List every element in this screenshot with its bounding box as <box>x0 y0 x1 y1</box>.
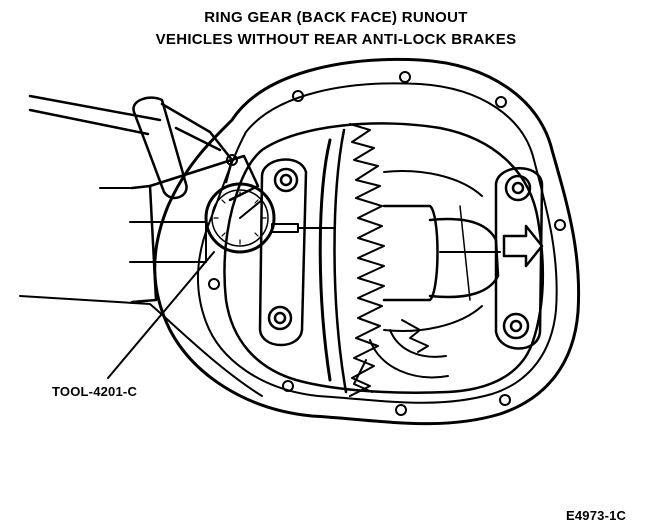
differential-cavity <box>223 122 545 394</box>
cap-bolt <box>279 173 293 187</box>
ring-gear <box>318 123 385 397</box>
figure-title-line-1: RING GEAR (BACK FACE) RUNOUT <box>204 9 468 26</box>
flange-bolt <box>495 96 507 108</box>
flange-bolt <box>499 394 511 406</box>
bearing-cap-right <box>494 167 544 350</box>
bearing-cap-left <box>258 158 308 347</box>
ring-gear-teeth <box>349 123 385 397</box>
flange-bolt <box>554 219 566 231</box>
flange-bolt <box>226 154 238 166</box>
dial-stem <box>271 223 299 233</box>
dial-indicator <box>204 182 335 254</box>
tool-callout-label: TOOL-4201-C <box>52 384 138 399</box>
cap-bolt <box>511 181 525 195</box>
cap-bolt <box>509 319 523 333</box>
cap-bolt <box>504 174 532 202</box>
rotation-arrow-icon <box>502 224 544 268</box>
cap-bolt <box>273 311 287 325</box>
flange-bolts <box>208 71 566 416</box>
figure-number: E4973-1C <box>566 508 627 523</box>
dial-indicator-face <box>204 182 276 254</box>
housing-inner-flange <box>196 82 558 404</box>
figure-title-line-2: VEHICLES WITHOUT REAR ANTI-LOCK BRAKES <box>155 31 517 48</box>
cap-bolt <box>502 312 530 340</box>
flange-bolt <box>292 90 304 102</box>
flange-bolt <box>282 380 294 392</box>
differential-case <box>382 170 501 332</box>
magnetic-base-arm <box>19 94 263 397</box>
flange-bolt <box>208 278 220 290</box>
cap-bolt <box>273 167 299 193</box>
dial-needle <box>239 199 263 219</box>
flange-bolt <box>395 404 407 416</box>
flange-bolt <box>399 71 411 83</box>
cap-bolt <box>267 305 293 331</box>
pinion-detail <box>353 319 449 393</box>
tool-leader-line <box>107 251 215 379</box>
